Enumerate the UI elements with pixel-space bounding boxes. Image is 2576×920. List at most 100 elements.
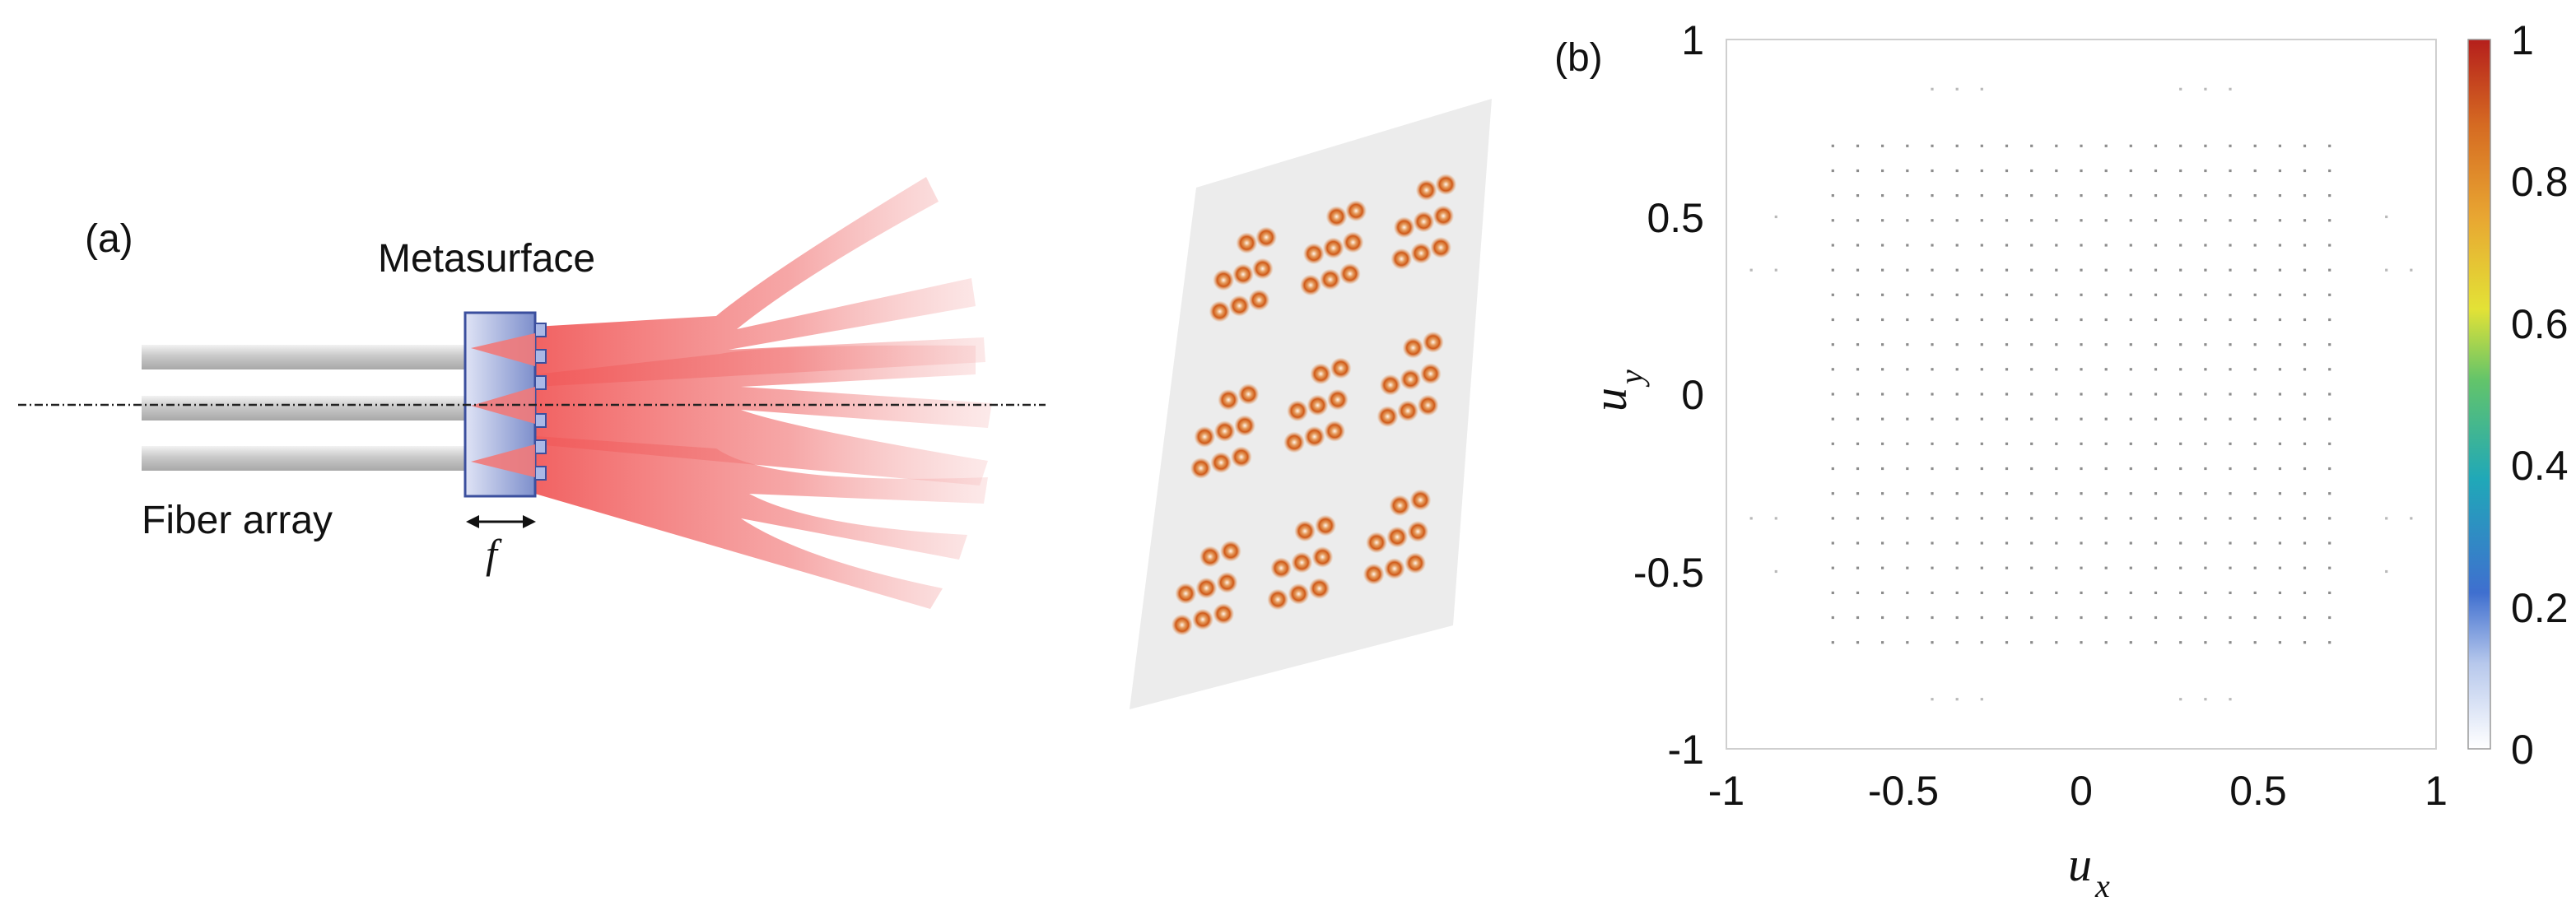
heatmap-point [2030,492,2033,495]
far-field-spot [1377,406,1399,428]
far-field-spot [1287,400,1309,422]
heatmap-point [2005,393,2009,396]
heatmap-point [1980,467,1983,471]
heatmap-point [2204,368,2207,371]
heatmap-point [2154,368,2158,371]
heatmap-point [2154,616,2158,620]
heatmap-point [2253,467,2257,471]
far-field-spot [1267,588,1289,611]
heatmap-point [2055,244,2058,247]
heatmap-point [2179,417,2182,421]
metasurface [463,311,547,498]
heatmap-point [2328,343,2331,346]
heatmap-point [2030,343,2033,346]
heatmap-point [2204,244,2207,247]
far-field-spot [1386,526,1409,548]
far-field-spot [1311,546,1334,568]
heatmap-point [2030,467,2033,471]
heatmap-point [2229,417,2232,421]
heatmap-point [2229,268,2232,272]
heatmap-point [2005,566,2009,569]
heatmap-point [1955,318,1959,322]
heatmap-point [2080,641,2083,644]
heatmap-point [1980,541,1983,545]
heatmap-point [2204,144,2207,147]
far-field-spot [1363,563,1385,585]
heatmap-point [1906,144,1909,147]
heatmap-point [2104,442,2108,445]
heatmap-point [2253,492,2257,495]
heatmap-point [2030,616,2033,620]
heatmap-point [1881,219,1884,222]
colorbar-tick-label: 1 [2511,17,2534,63]
heatmap-point [1955,194,1959,197]
heatmap-point [1856,417,1860,421]
heatmap-point [1931,318,1934,322]
heatmap-point [2030,442,2033,445]
heatmap-point [1881,517,1884,520]
heatmap-point [1881,144,1884,147]
heatmap-point [1856,492,1860,495]
panel-a-schematic: (a) [18,99,1492,709]
heatmap-point [2303,393,2307,396]
far-field-spot [1417,394,1439,416]
heatmap-point [1955,393,1959,396]
far-field-spot [1255,226,1278,249]
heatmap-point [2303,541,2307,545]
heatmap-point [1856,244,1860,247]
heatmap-point [2229,219,2232,222]
heatmap-point [2129,616,2132,620]
heatmap-point [1980,219,1983,222]
heatmap-point [1831,591,1834,594]
heatmap-point [1831,268,1834,272]
colorbar-tick-label: 0.6 [2511,301,2569,347]
heatmap-point [2229,442,2232,445]
metasurface-label: Metasurface [378,237,595,281]
heatmap-point [2253,566,2257,569]
heatmap-point [2278,517,2281,520]
heatmap-point [2080,244,2083,247]
far-field-spot [1216,571,1238,593]
heatmap-point [2005,641,2009,644]
colorbar-tick-label: 0.2 [2511,585,2569,631]
heatmap-point [1931,442,1934,445]
heatmap-point [1856,442,1860,445]
heatmap-point [2179,343,2182,346]
far-field-spot [1308,578,1330,600]
heatmap-point [1906,393,1909,396]
heatmap-point [2030,318,2033,322]
heatmap-point [1955,87,1959,91]
heatmap-point [2129,293,2132,296]
heatmap-point [2328,268,2331,272]
heatmap-point [1831,169,1834,173]
heatmap-point [2005,368,2009,371]
heatmap-point [2328,591,2331,594]
heatmap-point [2253,517,2257,520]
heatmap-point [2005,343,2009,346]
heatmap-point [2030,393,2033,396]
far-field-spot [1307,394,1329,416]
heatmap-point [2204,343,2207,346]
heatmap-point [1980,442,1983,445]
heatmap-point [1931,641,1934,644]
far-field-spot [1192,608,1213,630]
far-field-spot [1232,263,1254,286]
heatmap-point [1856,293,1860,296]
far-field-spot [1407,520,1429,542]
heatmap-point [2328,219,2331,222]
heatmap-point [2179,318,2182,322]
heatmap-point [1856,219,1860,222]
heatmap-point [1931,417,1934,421]
far-field-spot [1366,532,1388,554]
heatmap-point [2253,219,2257,222]
heatmap-point [1931,343,1934,346]
heatmap-point [2204,641,2207,644]
heatmap-point [2080,268,2083,272]
heatmap-point [1831,194,1834,197]
far-field-spot [1413,211,1435,233]
heatmap-point [2278,144,2281,147]
far-field-spot [1325,206,1348,228]
heatmap-point [2129,268,2132,272]
heatmap-point [1980,268,1983,272]
heatmap-point [2129,492,2132,495]
